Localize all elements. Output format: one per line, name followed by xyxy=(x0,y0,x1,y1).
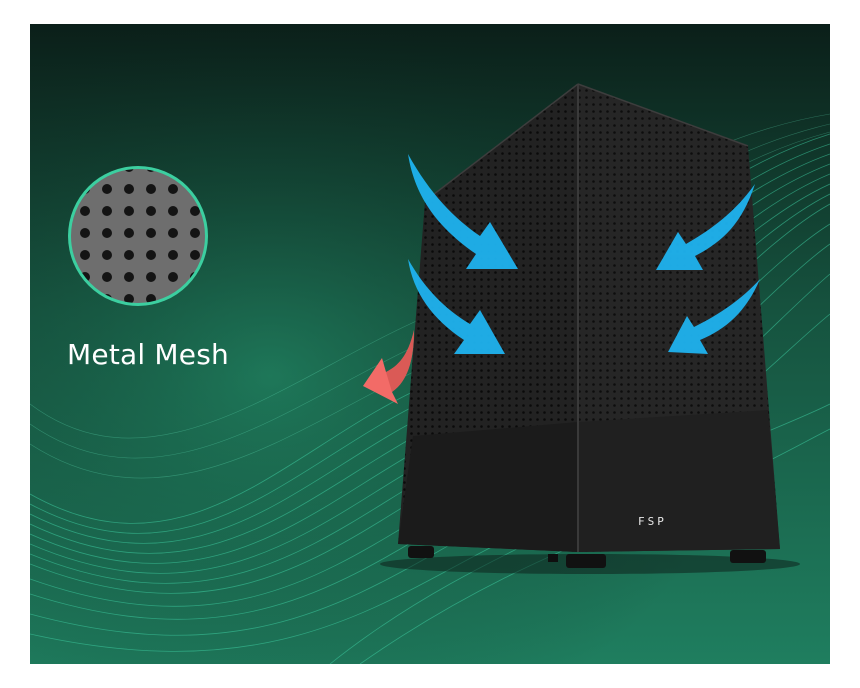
case-logo: FSP xyxy=(638,515,667,528)
pc-case xyxy=(380,83,800,574)
exhaust-arrow-icon xyxy=(363,330,414,404)
case-foot xyxy=(730,550,766,563)
mesh-caption: Metal Mesh xyxy=(67,338,229,371)
mesh-closeup-icon xyxy=(68,166,208,306)
case-foot xyxy=(566,554,606,568)
intake-arrow-icon xyxy=(408,154,760,354)
scene-svg xyxy=(30,24,830,664)
case-foot xyxy=(408,546,434,558)
product-image xyxy=(30,24,830,664)
